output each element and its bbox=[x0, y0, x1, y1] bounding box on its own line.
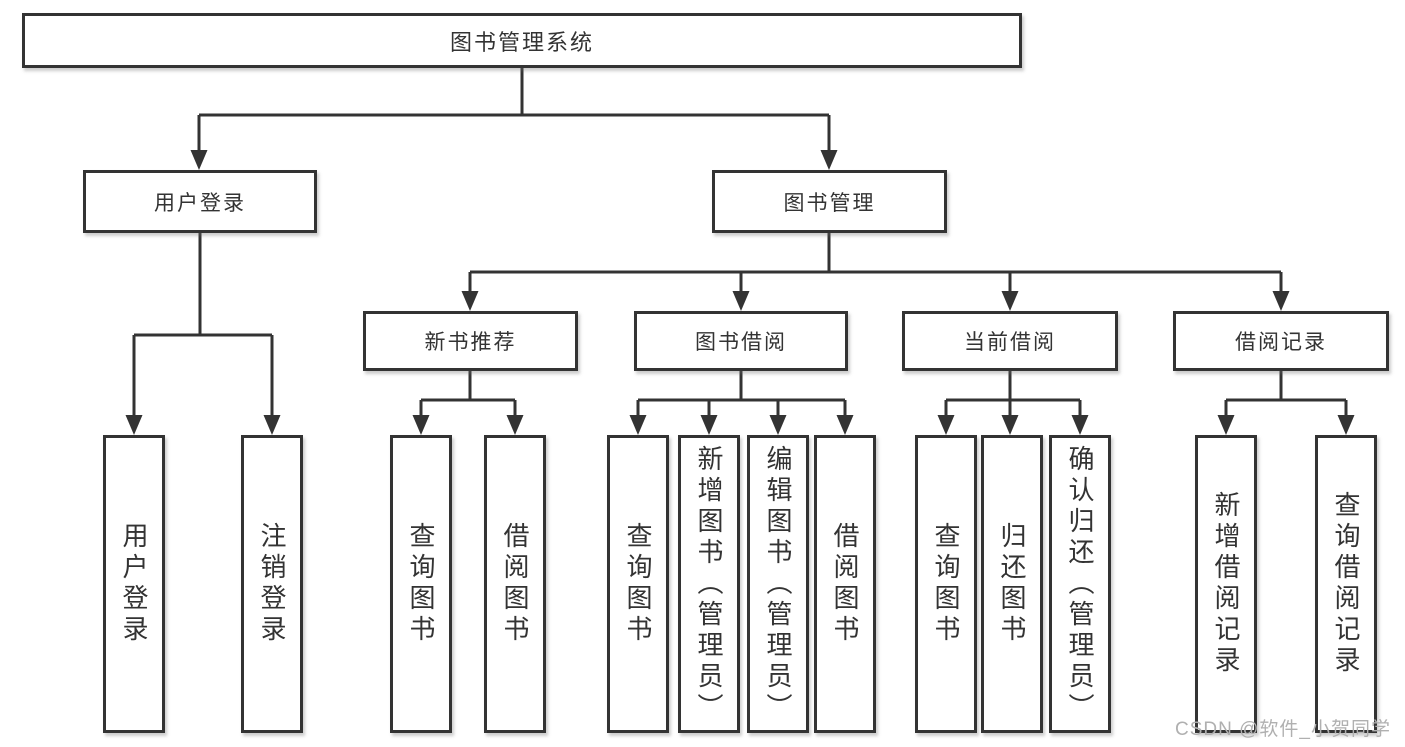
arrow-down-icon bbox=[769, 415, 787, 435]
leaf-add-book-admin: 新增图书（管理员） bbox=[678, 435, 740, 733]
arrow-down-icon bbox=[412, 415, 430, 435]
arrow-down-icon bbox=[461, 291, 479, 311]
connector-new-book-to-leaves bbox=[421, 371, 515, 402]
leaf-add-borrow-record: 新增借阅记录 bbox=[1195, 435, 1257, 733]
leaf-borrow-books-recommend: 借阅图书 bbox=[484, 435, 546, 733]
connector-user-login-to-leaves bbox=[134, 233, 272, 337]
arrow-down-icon bbox=[629, 415, 647, 435]
arrow-down-icon bbox=[820, 150, 838, 170]
connector-current-borrow-to-leaves bbox=[946, 371, 1080, 402]
leaf-query-books-borrowing: 查询图书 bbox=[607, 435, 669, 733]
leaf-query-borrow-record-label: 查询借阅记录 bbox=[1331, 491, 1361, 677]
arrow-down-icon bbox=[190, 150, 208, 170]
leaf-user-login-label: 用户登录 bbox=[119, 522, 149, 646]
arrow-down-icon bbox=[506, 415, 524, 435]
node-root-label: 图书管理系统 bbox=[449, 29, 594, 55]
node-book-borrowing: 图书借阅 bbox=[634, 311, 848, 371]
leaf-edit-book-admin: 编辑图书（管理员） bbox=[747, 435, 809, 733]
arrow-down-icon bbox=[1071, 415, 1089, 435]
arrow-down-icon bbox=[1337, 415, 1355, 435]
leaf-add-borrow-record-label: 新增借阅记录 bbox=[1211, 491, 1241, 677]
arrow-down-icon bbox=[836, 415, 854, 435]
arrow-down-icon bbox=[937, 415, 955, 435]
arrow-down-icon bbox=[1001, 291, 1019, 311]
node-book-management-label: 图书管理 bbox=[783, 191, 876, 215]
node-borrowing-records-label: 借阅记录 bbox=[1235, 331, 1327, 354]
arrow-down-icon bbox=[1217, 415, 1235, 435]
leaf-return-book: 归还图书 bbox=[981, 435, 1043, 733]
node-current-borrowing: 当前借阅 bbox=[902, 311, 1118, 371]
leaf-edit-book-admin-label: 编辑图书（管理员） bbox=[763, 444, 793, 724]
leaf-query-books-current: 查询图书 bbox=[915, 435, 977, 733]
node-current-borrowing-label: 当前借阅 bbox=[964, 331, 1056, 354]
arrow-down-icon bbox=[125, 415, 143, 435]
node-root: 图书管理系统 bbox=[22, 13, 1022, 68]
leaf-return-book-label: 归还图书 bbox=[997, 522, 1027, 646]
connector-root-to-level2 bbox=[199, 68, 829, 117]
leaf-query-books-borrowing-label: 查询图书 bbox=[623, 522, 653, 646]
arrow-down-icon bbox=[700, 415, 718, 435]
node-user-login-label: 用户登录 bbox=[154, 191, 246, 215]
leaf-user-login: 用户登录 bbox=[103, 435, 165, 733]
arrow-down-icon bbox=[732, 291, 750, 311]
leaf-query-borrow-record: 查询借阅记录 bbox=[1315, 435, 1377, 733]
leaf-logout-login: 注销登录 bbox=[241, 435, 303, 733]
leaf-confirm-return-admin: 确认归还（管理员） bbox=[1049, 435, 1111, 733]
leaf-query-books-current-label: 查询图书 bbox=[931, 522, 961, 646]
connector-borrow-records-to-leaves bbox=[1226, 371, 1346, 402]
leaf-query-books-recommend: 查询图书 bbox=[390, 435, 452, 733]
node-book-management: 图书管理 bbox=[712, 170, 947, 233]
node-borrowing-records: 借阅记录 bbox=[1173, 311, 1389, 371]
connector-book-mgmt-to-level3 bbox=[470, 233, 1281, 274]
leaf-logout-login-label: 注销登录 bbox=[257, 522, 287, 646]
connector-book-borrow-to-leaves bbox=[638, 371, 845, 402]
leaf-borrow-books-recommend-label: 借阅图书 bbox=[500, 522, 530, 646]
leaf-confirm-return-admin-label: 确认归还（管理员） bbox=[1065, 444, 1095, 724]
node-new-book-recommend: 新书推荐 bbox=[363, 311, 578, 371]
leaf-add-book-admin-label: 新增图书（管理员） bbox=[694, 444, 724, 724]
csdn-watermark: CSDN @软件_小贺同学 bbox=[1175, 719, 1391, 740]
leaf-borrow-books-borrowing-label: 借阅图书 bbox=[830, 522, 860, 646]
node-user-login: 用户登录 bbox=[83, 170, 317, 233]
arrow-down-icon bbox=[1001, 415, 1019, 435]
node-new-book-recommend-label: 新书推荐 bbox=[424, 331, 517, 354]
leaf-borrow-books-borrowing: 借阅图书 bbox=[814, 435, 876, 733]
arrow-down-icon bbox=[263, 415, 281, 435]
arrow-down-icon bbox=[1272, 291, 1290, 311]
node-book-borrowing-label: 图书借阅 bbox=[695, 331, 787, 354]
leaf-query-books-recommend-label: 查询图书 bbox=[406, 522, 436, 646]
